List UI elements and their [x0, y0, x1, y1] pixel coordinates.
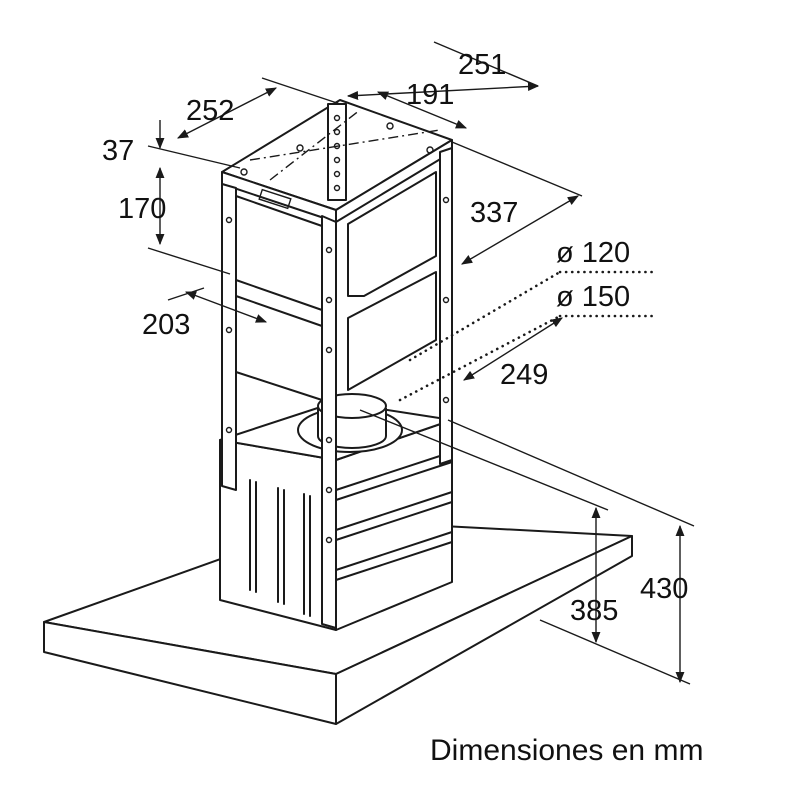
- label-430: 430: [640, 573, 688, 605]
- front-window-lower: [235, 295, 323, 401]
- box-rib: [335, 501, 453, 541]
- top-centerline: [249, 129, 441, 161]
- front-corner-rail: [321, 215, 337, 629]
- dim-ext-430-top: [447, 419, 695, 527]
- rear-post: [327, 103, 347, 201]
- box-rib: [335, 461, 453, 501]
- dim-ext-203: [167, 287, 205, 301]
- dim-ext-252: [261, 77, 341, 105]
- box-rib: [335, 491, 453, 531]
- side-window-upper: [347, 171, 437, 297]
- label-251: 251: [458, 49, 506, 81]
- box-rib: [335, 531, 453, 571]
- dim-ext-430-bottom: [539, 619, 691, 685]
- duct-collar: [297, 393, 403, 453]
- dim-line-203: [184, 291, 268, 323]
- dimension-labels: 251 191 252 37 170 337 ø 120 ø 150 203 2…: [102, 49, 688, 627]
- dim-line-191: [376, 91, 468, 129]
- control-slot: [258, 188, 292, 210]
- right-rail: [439, 147, 453, 465]
- dim-line-252: [177, 87, 277, 139]
- label-37: 37: [102, 135, 134, 167]
- top-centerline: [269, 109, 361, 181]
- label-337: 337: [470, 197, 518, 229]
- dim-ext-385-top: [359, 409, 609, 511]
- dim-line-249: [463, 317, 563, 381]
- label-191: 191: [406, 79, 454, 111]
- label-170: 170: [118, 193, 166, 225]
- side-window-lower: [347, 271, 437, 391]
- units-caption: Dimensiones en mm: [430, 734, 703, 767]
- dim-ext-170: [147, 247, 231, 275]
- label-203: 203: [142, 309, 190, 341]
- label-d150: ø 150: [556, 281, 630, 313]
- box-rib: [335, 451, 453, 491]
- front-window-upper: [235, 195, 323, 311]
- dim-ext-337: [451, 141, 583, 197]
- label-249: 249: [500, 359, 548, 391]
- label-d120: ø 120: [556, 237, 630, 269]
- front-left-rail: [221, 183, 237, 491]
- dimension-lines: [147, 41, 695, 685]
- mounting-holes: [225, 114, 450, 544]
- dim-ext-37: [147, 145, 241, 169]
- dim-line-337: [461, 195, 579, 265]
- dim-line-120: [408, 270, 562, 362]
- label-252: 252: [186, 95, 234, 127]
- dim-ext-251: [433, 41, 539, 87]
- canopy-side-face: [335, 535, 633, 725]
- label-385: 385: [570, 595, 618, 627]
- box-rib: [335, 541, 453, 581]
